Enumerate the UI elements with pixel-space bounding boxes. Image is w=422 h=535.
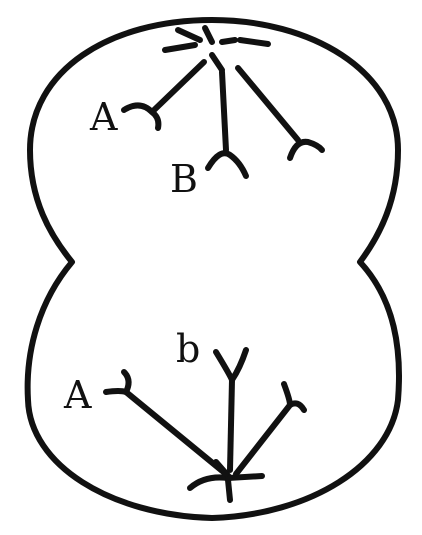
bottom-chromosome-a <box>103 369 132 395</box>
top-fiber-c <box>235 65 301 143</box>
top-chromosome-c <box>287 138 325 161</box>
bottom-chromosome-b <box>213 347 249 383</box>
bottom-fiber-a <box>123 389 229 477</box>
label-bottom-a: A <box>64 373 92 417</box>
top-fiber-a <box>149 59 207 115</box>
bottom-fiber-b <box>227 377 235 473</box>
label-bottom-b: b <box>176 327 201 371</box>
label-top-b: B <box>170 157 198 201</box>
bottom-spindle-pole <box>187 459 265 503</box>
top-chromosome-b <box>205 150 249 179</box>
label-top-a: A <box>90 95 118 139</box>
top-spindle-pole <box>162 25 271 73</box>
cell-membrane <box>24 17 403 521</box>
bottom-chromosome-c <box>281 381 307 413</box>
bottom-fiber-c <box>233 402 293 477</box>
top-chromosome-a <box>121 102 162 131</box>
top-fiber-b <box>219 69 229 153</box>
